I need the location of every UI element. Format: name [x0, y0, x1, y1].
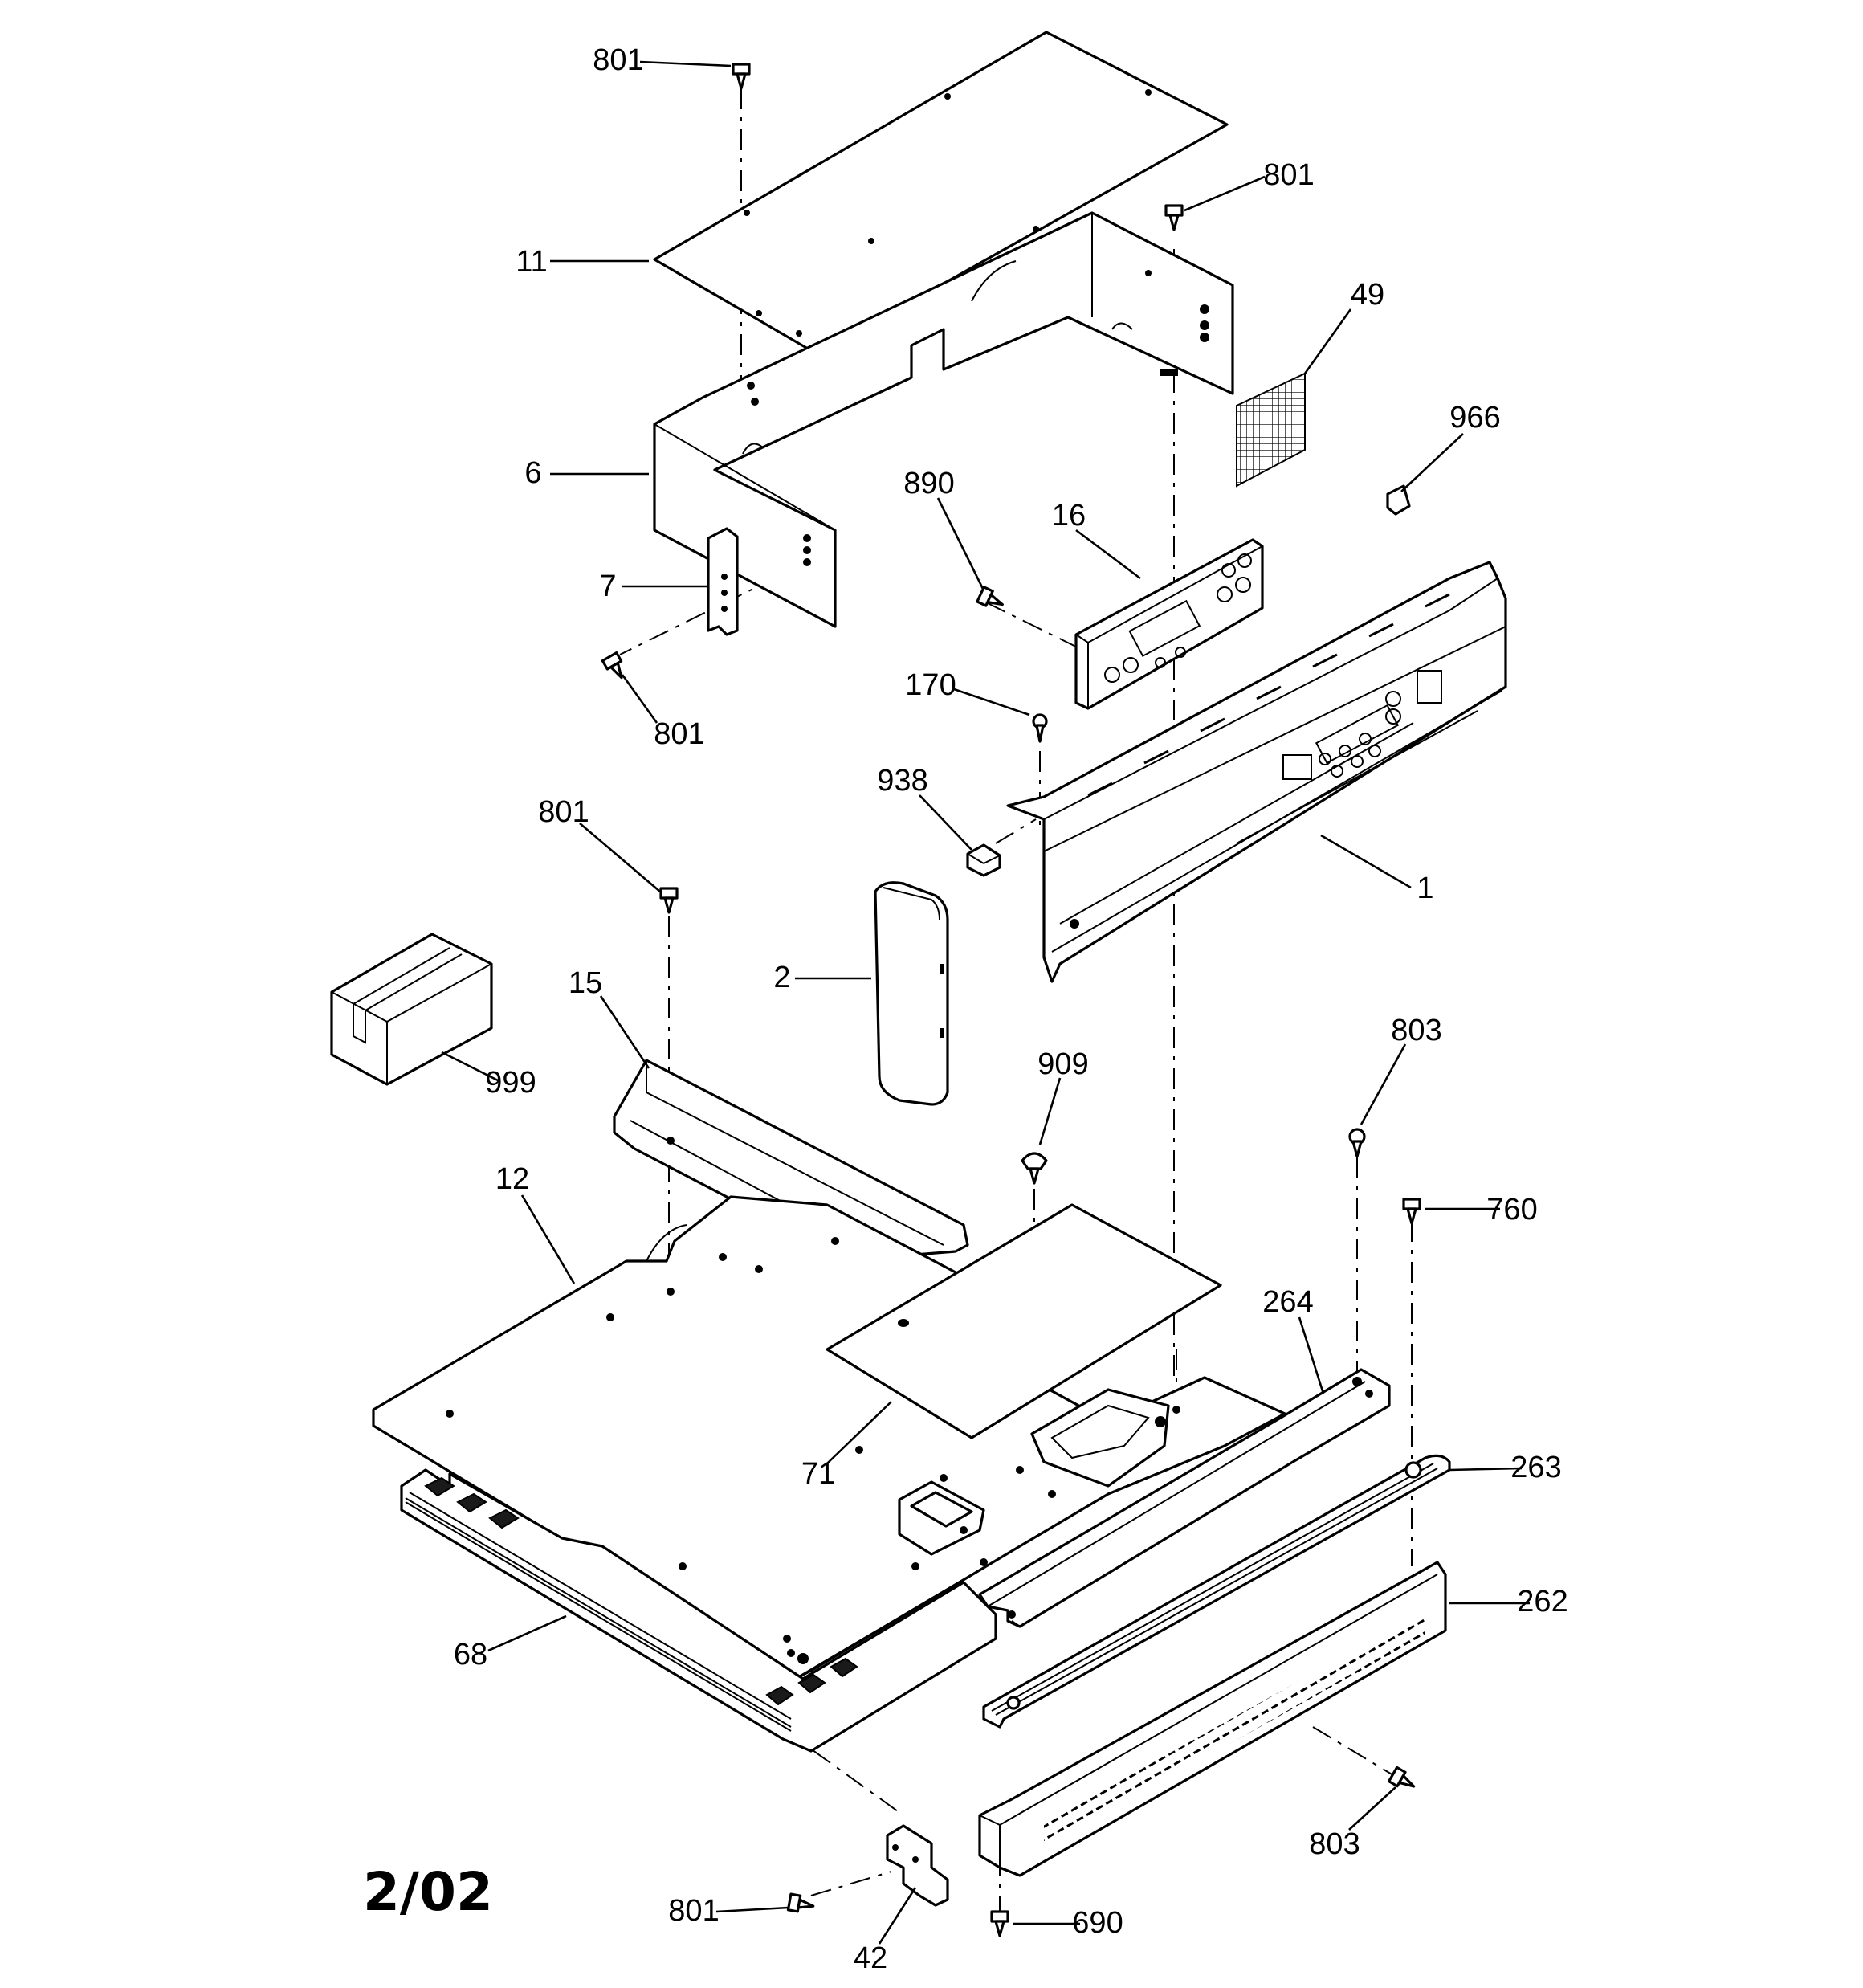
callout-label-6: 6 [524, 456, 541, 490]
part-263-front-trim [982, 1454, 1451, 1729]
callout-label-15: 15 [569, 966, 602, 1000]
callout-label-909: 909 [1037, 1047, 1088, 1081]
callout-label-12: 12 [495, 1162, 529, 1196]
callout-label-801: 801 [538, 795, 589, 829]
callout-label-690: 690 [1072, 1906, 1123, 1940]
part-16-control-board [1074, 538, 1264, 710]
part-966-clip [1386, 484, 1411, 516]
callout-label-801: 801 [668, 1894, 719, 1928]
callout-label-938: 938 [877, 764, 927, 798]
callout-label-1: 1 [1417, 872, 1433, 905]
part-11-top-cover [653, 31, 1229, 356]
callout-label-7: 7 [599, 569, 616, 603]
part-49-mesh-screen [1236, 372, 1306, 488]
callout-label-999: 999 [485, 1066, 536, 1100]
callout-label-68: 68 [454, 1638, 487, 1672]
part-68-frame [400, 1468, 997, 1753]
part-1-control-panel [1006, 561, 1507, 983]
callout-label-966: 966 [1449, 401, 1500, 435]
part-7-bracket [707, 527, 739, 636]
callout-label-71: 71 [801, 1457, 835, 1491]
callout-label-803: 803 [1391, 1014, 1441, 1047]
callout-labels: 801 801 11 49 966 6 890 16 7 801 170 938 801 1 15 2 999 9… [454, 43, 1568, 1975]
screws [601, 63, 1421, 1937]
part-264-rail [978, 1368, 1391, 1628]
part-71-sheet [826, 1203, 1222, 1439]
callout-label-49: 49 [1351, 278, 1384, 312]
part-999-box [330, 933, 493, 1086]
part-2-end-cap [874, 881, 949, 1106]
callout-label-42: 42 [854, 1941, 887, 1975]
part-6-back-shield [653, 211, 1234, 628]
part-42-bracket [886, 1824, 949, 1907]
callout-label-801: 801 [1263, 158, 1314, 192]
callout-label-262: 262 [1517, 1585, 1567, 1619]
date-code: 2/02 [363, 1861, 493, 1923]
callout-label-801: 801 [654, 717, 704, 751]
callout-label-16: 16 [1052, 499, 1086, 533]
callout-label-760: 760 [1486, 1193, 1537, 1227]
part-938-clip [966, 843, 1001, 877]
callout-label-263: 263 [1510, 1451, 1561, 1484]
leader-lines [441, 60, 1530, 1945]
callout-label-170: 170 [905, 668, 956, 702]
callout-label-264: 264 [1262, 1285, 1313, 1319]
callout-label-803: 803 [1309, 1827, 1360, 1861]
callout-label-2: 2 [773, 961, 790, 994]
callout-label-801: 801 [593, 43, 643, 77]
callout-label-890: 890 [903, 467, 954, 500]
callout-label-11: 11 [516, 245, 547, 279]
part-262-kick-panel [978, 1561, 1447, 1877]
